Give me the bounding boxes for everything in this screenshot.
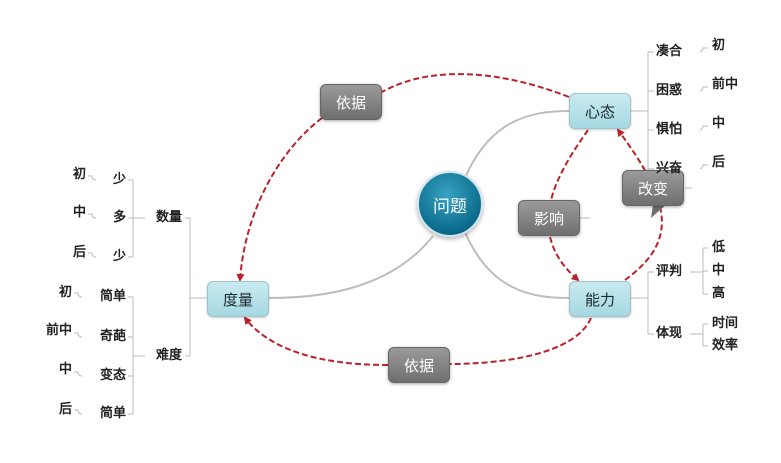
stage-label[interactable]: 后: [58, 402, 72, 417]
xintai-child[interactable]: 惧怕: [656, 122, 683, 137]
stage-label[interactable]: 后: [712, 155, 726, 170]
duliang-child-quantity[interactable]: 数量: [155, 210, 182, 225]
level-label[interactable]: 低: [712, 240, 726, 255]
manifest-item[interactable]: 效率: [712, 338, 739, 353]
stage-label[interactable]: 前中: [712, 77, 739, 92]
stage-label[interactable]: 中: [58, 362, 72, 377]
stage-label[interactable]: 初: [58, 285, 72, 300]
relation-change[interactable]: 改变: [622, 170, 684, 206]
node-duliang[interactable]: 度量: [207, 281, 269, 317]
center-node-question[interactable]: 问题: [417, 171, 483, 237]
difficulty-item[interactable]: 简单: [99, 406, 126, 421]
nengli-child-evaluate[interactable]: 评判: [656, 264, 683, 279]
stage-label[interactable]: 中: [72, 205, 86, 220]
level-label[interactable]: 中: [712, 263, 726, 278]
relation-yiju-bottom[interactable]: 依据: [388, 347, 450, 383]
arrow-xintai-to-nengli: [547, 129, 589, 282]
xintai-child[interactable]: 兴奋: [656, 161, 683, 176]
quantity-item[interactable]: 少: [112, 172, 126, 187]
arrow-xintai-to-yiju: [381, 73, 570, 98]
stage-label[interactable]: 后: [72, 245, 86, 260]
branch-center-nengli: [464, 231, 570, 299]
branch-center-xintai: [464, 110, 570, 179]
arrow-yiju-to-duliang-bottom: [243, 316, 389, 366]
quantity-item[interactable]: 多: [112, 210, 126, 225]
difficulty-item[interactable]: 变态: [99, 368, 126, 383]
difficulty-item[interactable]: 简单: [99, 289, 126, 304]
arrow-yiju-to-duliang: [236, 117, 323, 282]
arrow-nengli-to-xintai: [616, 128, 663, 281]
difficulty-item[interactable]: 奇葩: [99, 329, 126, 344]
xintai-child[interactable]: 凑合: [656, 44, 683, 59]
nengli-child-manifest[interactable]: 体现: [656, 326, 683, 341]
xintai-child[interactable]: 困惑: [656, 83, 683, 98]
stage-label[interactable]: 中: [712, 116, 726, 131]
stage-label[interactable]: 前中: [45, 323, 72, 338]
relation-yiju-top[interactable]: 依据: [320, 84, 382, 120]
branch-center-duliang: [268, 235, 434, 299]
stage-label[interactable]: 初: [712, 38, 726, 53]
stage-label[interactable]: 初: [72, 167, 86, 182]
level-label[interactable]: 高: [712, 286, 726, 301]
arrow-nengli-to-yiju: [449, 317, 592, 365]
quantity-item[interactable]: 少: [112, 249, 126, 264]
manifest-item[interactable]: 时间: [712, 316, 739, 331]
node-xintai[interactable]: 心态: [569, 93, 631, 129]
duliang-child-difficulty[interactable]: 难度: [155, 348, 182, 363]
relation-influence[interactable]: 影响: [518, 200, 580, 236]
node-nengli[interactable]: 能力: [569, 281, 631, 317]
